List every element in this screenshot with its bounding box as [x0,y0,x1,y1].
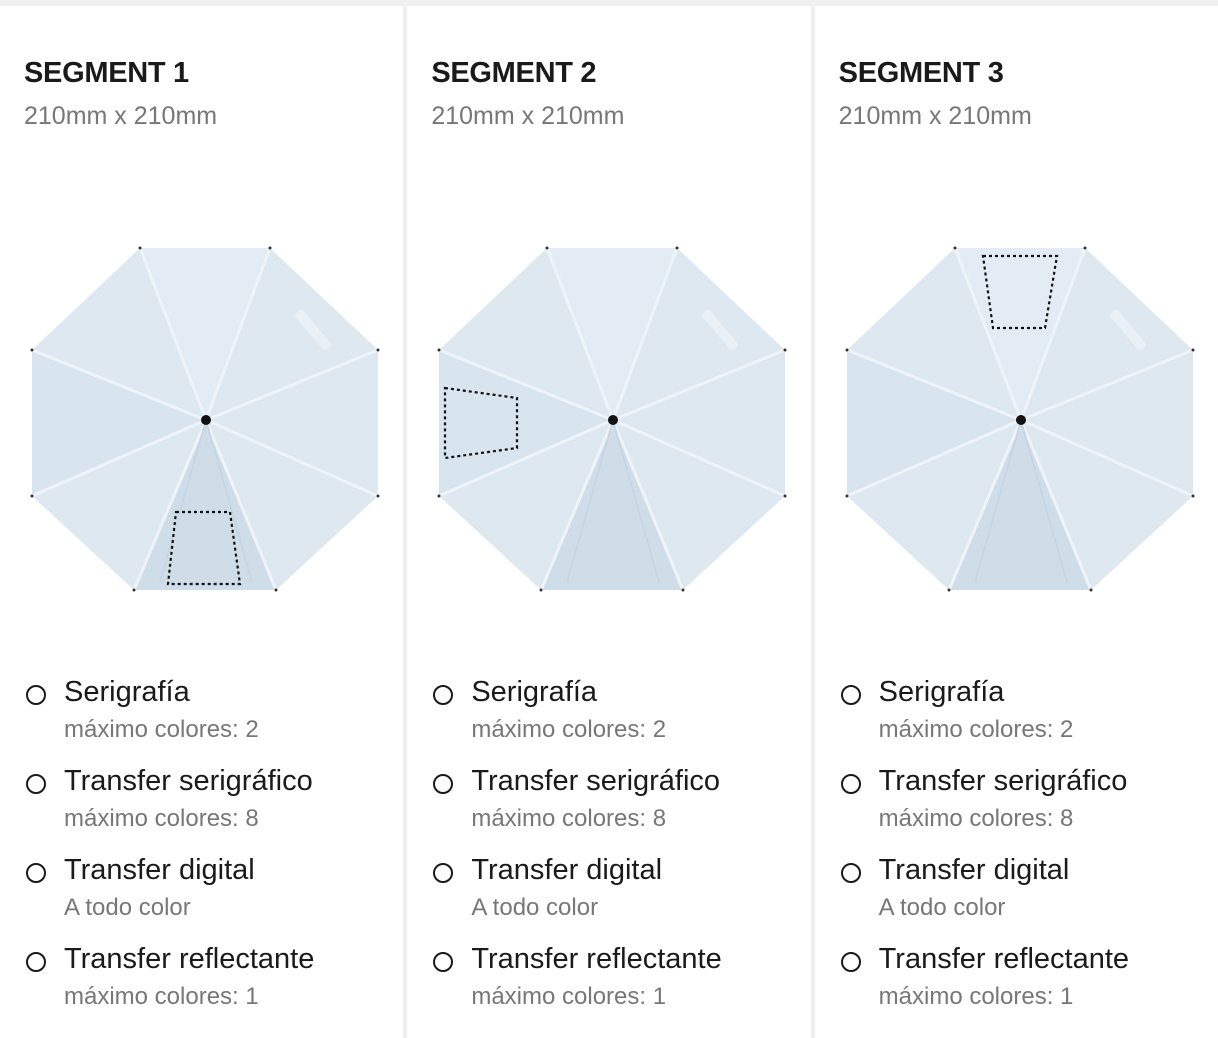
print-area-top[interactable] [981,254,1058,330]
option-label: Transfer serigráfico [64,765,313,797]
option-label: Transfer serigráfico [471,765,721,797]
option-label: Serigrafía [64,676,190,708]
option-detail: máximo colores: 8 [471,805,667,832]
option-detail: máximo colores: 2 [878,716,1074,743]
radio-button[interactable] [433,863,454,883]
radio-button[interactable] [433,685,454,705]
radio-button[interactable] [433,774,454,794]
option-detail: máximo colores: 1 [64,983,259,1010]
segment-title: SEGMENT 3 [838,57,1004,89]
radio-button[interactable] [26,774,46,794]
option-detail: máximo colores: 1 [471,983,667,1010]
option-detail: A todo color [471,894,599,921]
segment-size: 210mm x 210mm [838,102,1032,130]
option-detail: máximo colores: 2 [64,716,259,743]
option-transfer-reflectante[interactable]: Transfer reflectante máximo colores: 1 [431,943,801,1032]
option-transfer-serigrafico[interactable]: Transfer serigráfico máximo colores: 8 [431,765,801,854]
option-label: Serigrafía [471,676,598,708]
option-transfer-serigrafico[interactable]: Transfer serigráfico máximo colores: 8 [839,765,1209,854]
option-serigrafia[interactable]: Serigrafía máximo colores: 2 [24,676,394,765]
print-options: Serigrafía máximo colores: 2 Transfer se… [839,676,1209,1032]
option-detail: máximo colores: 1 [878,983,1074,1010]
option-serigrafia[interactable]: Serigrafía máximo colores: 2 [839,676,1209,765]
segment-title: SEGMENT 1 [24,57,189,89]
umbrella-canopy-icon [437,246,787,592]
option-transfer-digital[interactable]: Transfer digital A todo color [24,854,394,943]
option-label: Transfer digital [878,854,1070,886]
option-label: Transfer serigráfico [878,765,1128,797]
segment-size: 210mm x 210mm [431,102,625,130]
option-transfer-reflectante[interactable]: Transfer reflectante máximo colores: 1 [24,943,394,1032]
radio-button[interactable] [26,952,46,972]
segment-size: 210mm x 210mm [24,102,218,130]
umbrella-illustration [30,246,380,592]
option-detail: máximo colores: 2 [471,716,667,743]
option-transfer-reflectante[interactable]: Transfer reflectante máximo colores: 1 [839,943,1209,1032]
option-label: Serigrafía [878,676,1005,708]
radio-button[interactable] [840,774,861,794]
radio-button[interactable] [840,952,861,972]
radio-button[interactable] [433,952,454,972]
option-detail: A todo color [64,894,191,921]
print-options: Serigrafía máximo colores: 2 Transfer se… [24,676,394,1032]
segment-card-3: SEGMENT 3 210mm x 210mm [814,6,1218,1038]
radio-button[interactable] [26,685,46,705]
segment-title: SEGMENT 2 [431,57,597,89]
radio-button[interactable] [26,863,46,883]
segment-grid: SEGMENT 1 210mm x 210mm [0,6,1218,1038]
option-label: Transfer reflectante [471,943,722,975]
option-label: Transfer digital [471,854,663,886]
segment-card-2: SEGMENT 2 210mm x 210mm [407,6,811,1038]
print-area-left[interactable] [444,386,519,460]
print-area-bottom[interactable] [166,510,242,586]
option-transfer-serigrafico[interactable]: Transfer serigráfico máximo colores: 8 [24,765,394,854]
option-transfer-digital[interactable]: Transfer digital A todo color [839,854,1209,943]
option-label: Transfer reflectante [878,943,1130,975]
option-serigrafia[interactable]: Serigrafía máximo colores: 2 [431,676,801,765]
umbrella-illustration [437,246,787,592]
option-detail: A todo color [878,894,1006,921]
segment-card-1: SEGMENT 1 210mm x 210mm [0,6,404,1038]
umbrella-canopy-icon [30,246,380,592]
print-options: Serigrafía máximo colores: 2 Transfer se… [431,676,801,1032]
umbrella-illustration [845,246,1195,592]
umbrella-canopy-icon [845,246,1195,592]
option-transfer-digital[interactable]: Transfer digital A todo color [431,854,801,943]
option-label: Transfer digital [64,854,255,886]
option-detail: máximo colores: 8 [64,805,259,832]
radio-button[interactable] [840,685,861,705]
radio-button[interactable] [840,863,861,883]
option-label: Transfer reflectante [64,943,315,975]
option-detail: máximo colores: 8 [878,805,1074,832]
